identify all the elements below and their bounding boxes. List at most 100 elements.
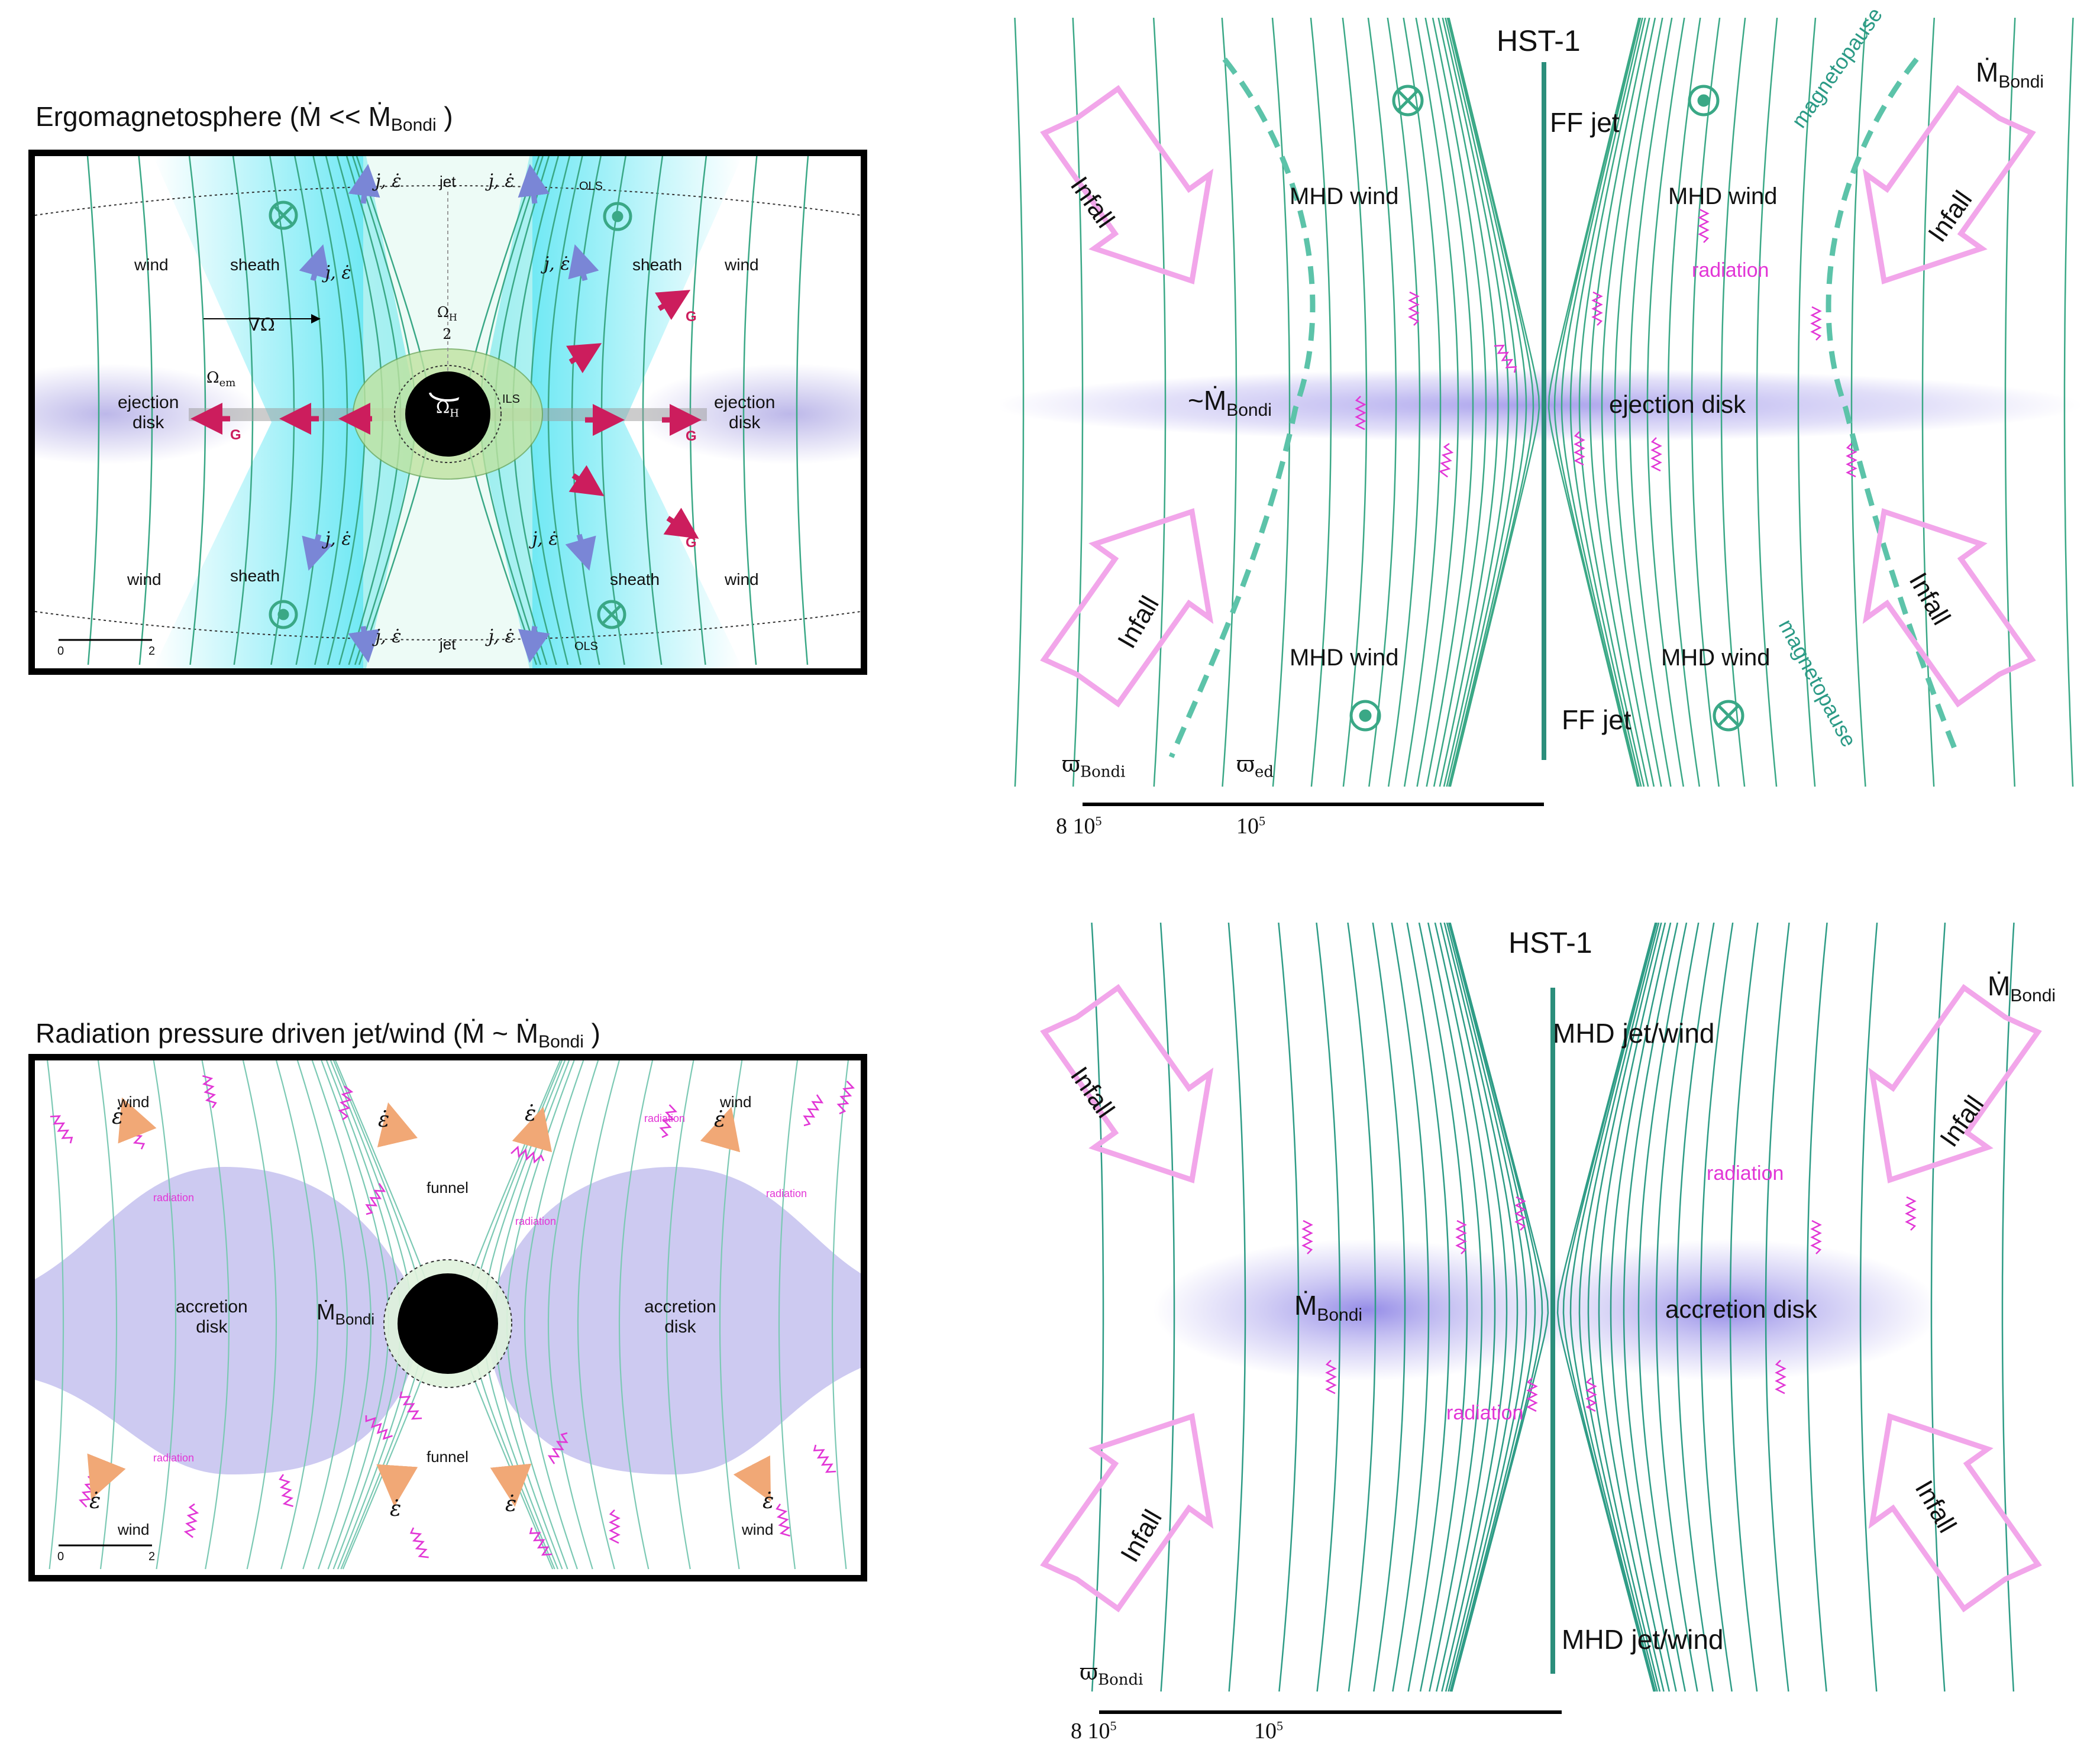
field-line [1629, 17, 1673, 787]
radiation-photon [1514, 1196, 1526, 1231]
field-line [1601, 17, 1656, 787]
g-label-right: G [686, 428, 697, 444]
field-line [1561, 17, 1642, 787]
field-line [665, 1060, 694, 1570]
field-line [1700, 922, 1734, 1692]
sheath-label-tr: sheath [632, 255, 683, 274]
label-line: disk [664, 1317, 696, 1337]
hst1-label: HST-1 [1497, 24, 1581, 57]
mdot-symbol: Ṁ [368, 101, 391, 132]
mhd-jet-label-bottom: MHD jet/wind [1562, 1624, 1724, 1655]
field-line [1756, 17, 1778, 787]
mdot-symbol: Ṁ [515, 1018, 539, 1049]
radiation-photon [813, 1444, 836, 1473]
wind-label-tl: wind [134, 255, 169, 274]
ols-top-curve [35, 185, 861, 216]
title-close: ) [436, 101, 453, 132]
title-text: Ergomagnetosphere ( [35, 101, 299, 132]
right-accretion-disk [1514, 1239, 1940, 1381]
funnel-label-bottom: funnel [427, 1448, 469, 1466]
ed-subscript: ed [1255, 763, 1274, 781]
edot-label-tl: ε̇ [112, 1105, 124, 1129]
panel-a-title: Ergomagnetosphere (Ṁ << ṀBondi ) [35, 101, 453, 135]
bondi-subscript: Bondi [390, 115, 437, 135]
radiation-label: radiation [1692, 259, 1769, 282]
hst1-label: HST-1 [1508, 926, 1592, 959]
field-line [1691, 17, 1721, 787]
field-line [1850, 17, 1867, 787]
scale-label-0: 0 [57, 645, 64, 658]
field-line [1797, 17, 1817, 787]
energy-flux-arrows [87, 1097, 771, 1507]
field-line [1587, 922, 1662, 1692]
field-line [1729, 922, 1759, 1692]
radiation-photon [338, 1085, 354, 1121]
field-line [1646, 17, 1685, 787]
field-line [1316, 922, 1341, 1692]
field-line [1403, 17, 1442, 787]
field-direction-symbols [269, 200, 632, 629]
ergomagnetosphere-panel: jet jet OLS OLS ILS wind wind wind wind … [28, 150, 867, 675]
ejection-disk-region [994, 368, 2082, 442]
infall-arrow-tl [1040, 984, 1214, 1183]
mbondi-label-corner: ṀBondi [1988, 970, 2056, 1006]
flux-label-bl: j̇, ε̇ [325, 529, 351, 549]
exponent: 5 [1259, 813, 1265, 829]
mhd-wind-label-bl: MHD wind [1290, 645, 1399, 671]
wind-label-br: wind [725, 570, 759, 588]
omega-h-label: ΩH [436, 397, 459, 420]
radiation-photon [1408, 291, 1420, 326]
field-line [1367, 17, 1397, 787]
funnel-label-top: funnel [427, 1179, 469, 1196]
sheath-label-tl: sheath [230, 255, 280, 274]
field-line [2004, 17, 2016, 787]
label-line: disk [196, 1317, 228, 1337]
field-line [276, 1060, 319, 1570]
radiation-photons [1301, 1196, 1917, 1412]
field-line [1372, 922, 1406, 1692]
radiation-photon [803, 1094, 824, 1127]
mhd-wind-label-tr: MHD wind [1668, 183, 1778, 209]
field-line [1221, 17, 1238, 787]
jet-label-top: jet [440, 173, 456, 190]
jet-label-bottom: jet [440, 635, 456, 653]
edot-label-tm2: ε̇ [525, 1102, 537, 1126]
radiation-photon [609, 1509, 621, 1544]
field-line [1610, 922, 1672, 1692]
mdot-symbol: ~Ṁ [1188, 385, 1227, 416]
wind-label-bl: wind [127, 570, 161, 588]
ergomagnetosphere-diagram [35, 156, 861, 668]
radiation-photon [202, 1075, 217, 1108]
mbondi-label: ṀBondi [1976, 56, 2044, 92]
h-subscript: H [448, 311, 457, 323]
radiation-photon [183, 1503, 199, 1538]
mdot-symbol: Ṁ [316, 1300, 335, 1325]
field-line [1434, 922, 1496, 1692]
field-line [1271, 17, 1291, 787]
field-line [2063, 17, 2074, 787]
omega-symbol: Ω [436, 397, 450, 417]
edot-label-tr: ε̇ [714, 1108, 726, 1132]
radiation-label-5: radiation [153, 1452, 195, 1464]
varpi-symbol: ϖ [1080, 1659, 1098, 1685]
field-line [1720, 17, 1746, 787]
radiation-photon [1698, 208, 1710, 243]
radiation-photon [1650, 437, 1662, 472]
field-line [1676, 922, 1715, 1692]
panel-b-large-scale-magnetosphere: HST-1 ṀBondi FF jet FF jet MHD wind MHD … [994, 3, 2088, 858]
field-line [524, 1060, 584, 1570]
field-line [1014, 17, 1025, 787]
flux-label-bottom-l: j̇, ε̇ [375, 626, 402, 647]
field-line [778, 1060, 799, 1570]
g-arrows [190, 290, 702, 539]
field-line [1437, 17, 1499, 787]
varpi-bondi-label: ϖBondi [1080, 1659, 1143, 1689]
radiation-pressure-diagram [35, 1060, 861, 1570]
radiation-photon [529, 1527, 553, 1556]
wind-label-bl: wind [118, 1521, 150, 1538]
radiation-photon [1905, 1196, 1917, 1231]
denominator: 2 [442, 325, 452, 342]
bondi-subscript: Bondi [1317, 1305, 1363, 1325]
flux-label-br: j̇, ε̇ [532, 529, 558, 549]
